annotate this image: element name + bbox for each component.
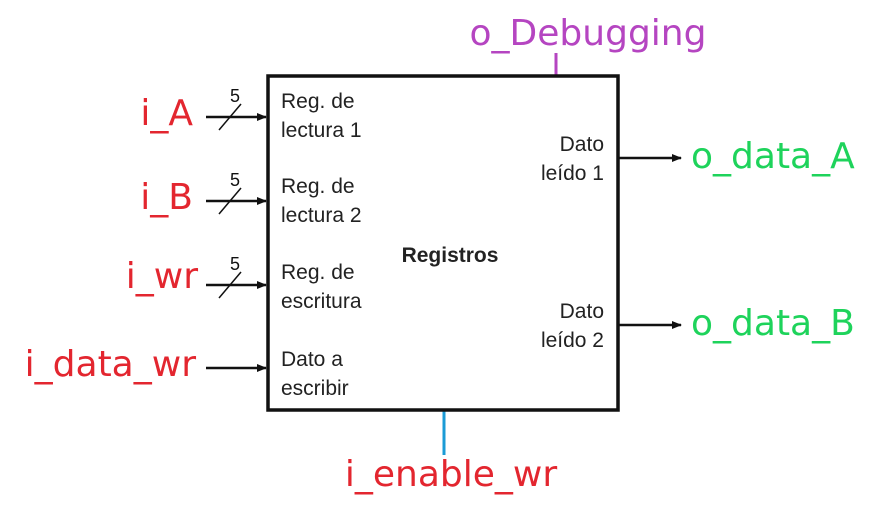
- signal-i-data-wr: i_data_wr: [25, 344, 197, 385]
- signal-i-enable-wr: i_enable_wr: [345, 454, 557, 495]
- port-write-data-line2: escribir: [281, 377, 349, 400]
- signal-o-data-b: o_data_B: [691, 303, 855, 344]
- port-read-reg-2-line2: lectura 2: [281, 204, 362, 227]
- bus-width-i-a: 5: [230, 86, 240, 106]
- port-read-reg-1-line1: Reg. de: [281, 90, 355, 113]
- bus-slash-i-wr: [218, 271, 242, 299]
- register-block: [266, 74, 620, 412]
- bus-slash-i-b: [218, 187, 242, 215]
- signal-i-a: i_A: [140, 93, 193, 134]
- port-write-reg-line2: escritura: [281, 290, 362, 313]
- port-read-data-2-line1: Dato: [560, 300, 604, 323]
- port-read-data-2-line2: leído 2: [541, 329, 604, 352]
- port-write-data-line1: Dato a: [281, 348, 343, 371]
- bus-width-i-wr: 5: [230, 254, 240, 274]
- block-title: Registros: [402, 244, 499, 267]
- signal-o-data-a: o_data_A: [691, 136, 855, 177]
- port-write-reg-line1: Reg. de: [281, 261, 355, 284]
- bus-slash-i-a: [218, 103, 242, 131]
- signal-i-b: i_B: [140, 177, 193, 218]
- bus-width-i-b: 5: [230, 170, 240, 190]
- port-read-reg-2-line1: Reg. de: [281, 175, 355, 198]
- port-read-reg-1-line2: lectura 1: [281, 119, 362, 142]
- signal-i-wr: i_wr: [126, 256, 198, 297]
- signal-o-debugging: o_Debugging: [470, 13, 707, 54]
- port-read-data-1-line1: Dato: [560, 133, 604, 156]
- port-read-data-1-line2: leído 1: [541, 162, 604, 185]
